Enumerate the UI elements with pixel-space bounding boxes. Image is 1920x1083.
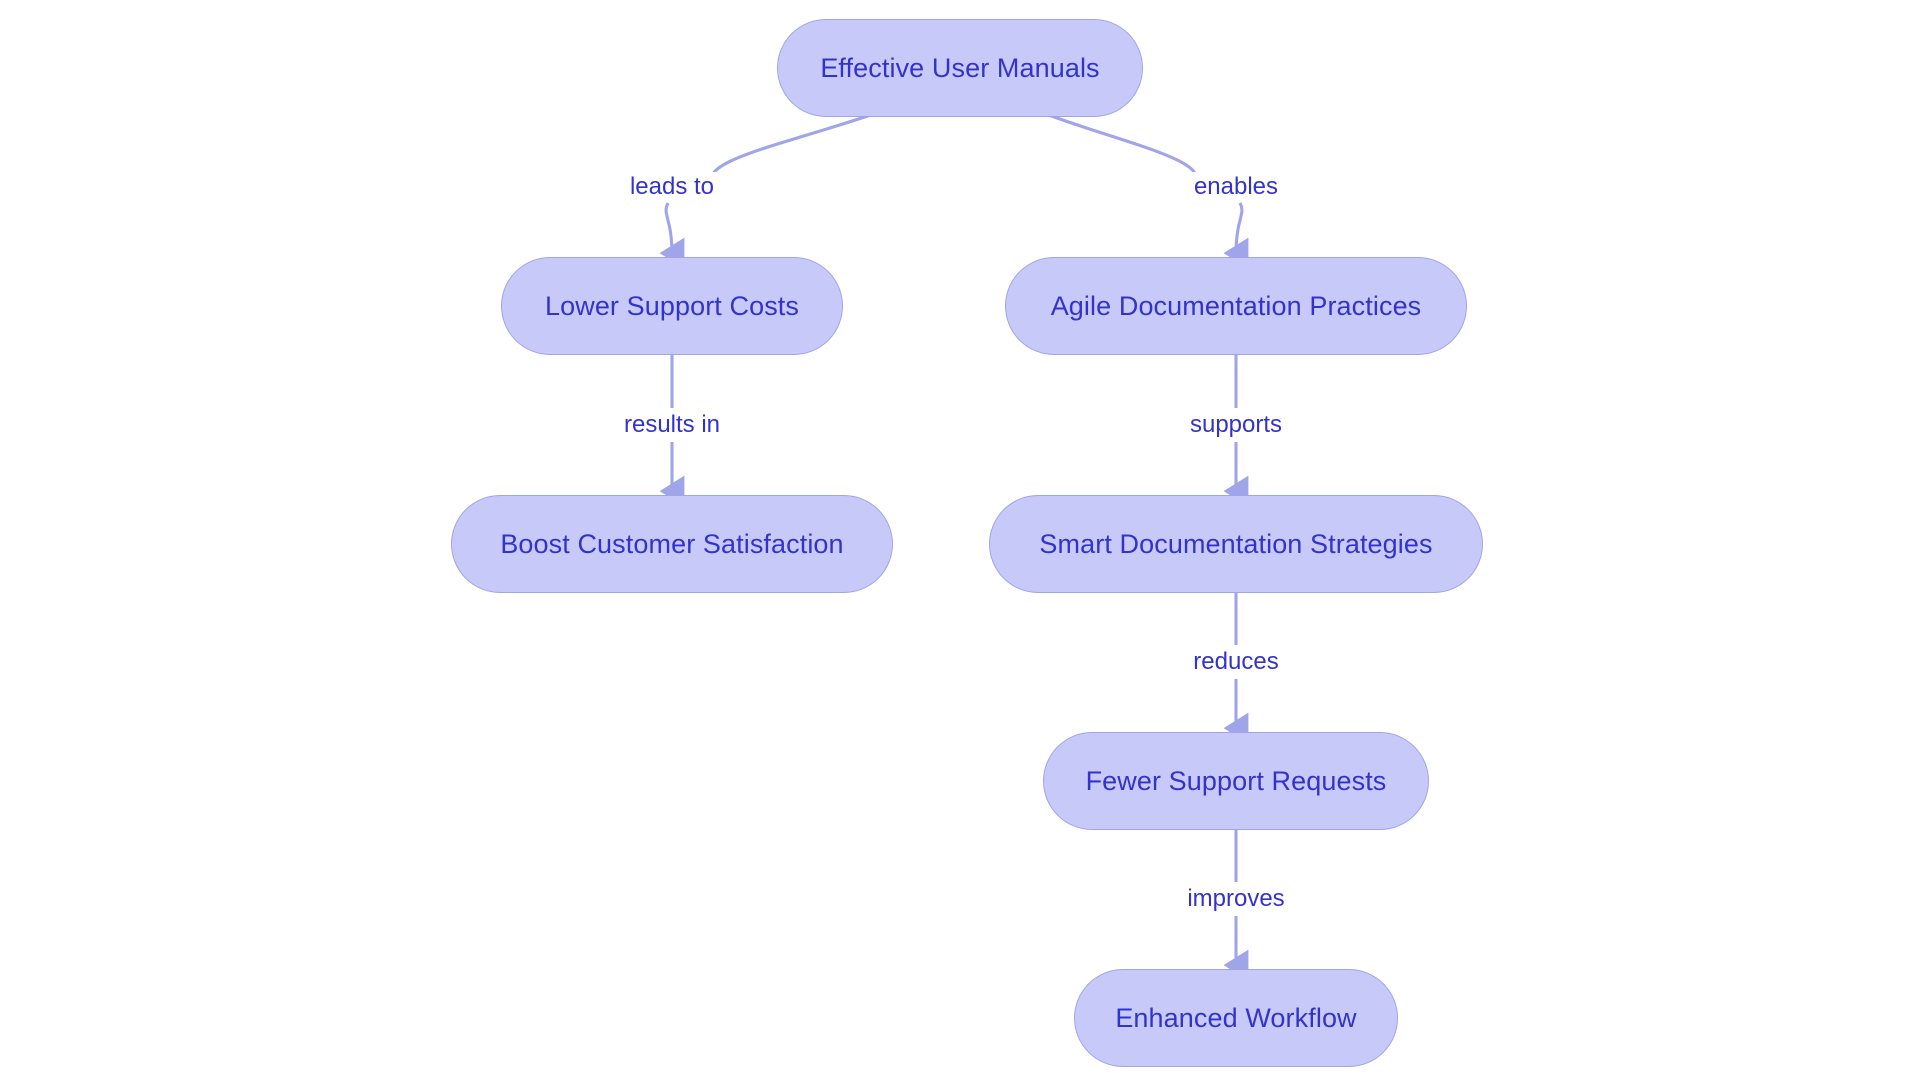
node-fewer-support-requests[interactable]: Fewer Support Requests	[1043, 732, 1429, 830]
edge-path-edge-leads-to	[710, 109, 883, 187]
edge-label-edge-improves: improves	[1181, 884, 1291, 914]
edge-path-edge-enables	[1223, 202, 1249, 269]
node-effective-user-manuals[interactable]: Effective User Manuals	[777, 19, 1143, 117]
node-agile-documentation-practices[interactable]: Agile Documentation Practices	[1005, 257, 1467, 355]
node-enhanced-workflow[interactable]: Enhanced Workflow	[1074, 969, 1398, 1067]
node-label: Lower Support Costs	[544, 290, 800, 321]
node-label: Boost Customer Satisfaction	[500, 528, 844, 559]
edge-label-edge-results-in: results in	[617, 410, 727, 440]
edge-label-edge-enables: enables	[1187, 172, 1285, 202]
node-smart-documentation-strategies[interactable]: Smart Documentation Strategies	[989, 495, 1483, 593]
node-label: Fewer Support Requests	[1085, 765, 1387, 796]
node-label: Agile Documentation Practices	[1050, 290, 1422, 321]
node-label: Enhanced Workflow	[1115, 1002, 1357, 1033]
node-lower-support-costs[interactable]: Lower Support Costs	[501, 257, 843, 355]
edge-label-edge-supports: supports	[1183, 410, 1289, 440]
edge-label-edge-leads-to: leads to	[623, 172, 721, 202]
edge-path-edge-enables	[1037, 109, 1198, 187]
node-label: Effective User Manuals	[820, 52, 1100, 83]
node-boost-customer-satisfaction[interactable]: Boost Customer Satisfaction	[451, 495, 893, 593]
node-label: Smart Documentation Strategies	[1039, 528, 1433, 559]
edge-path-edge-leads-to	[659, 202, 685, 269]
edge-label-edge-reduces: reduces	[1187, 647, 1285, 677]
